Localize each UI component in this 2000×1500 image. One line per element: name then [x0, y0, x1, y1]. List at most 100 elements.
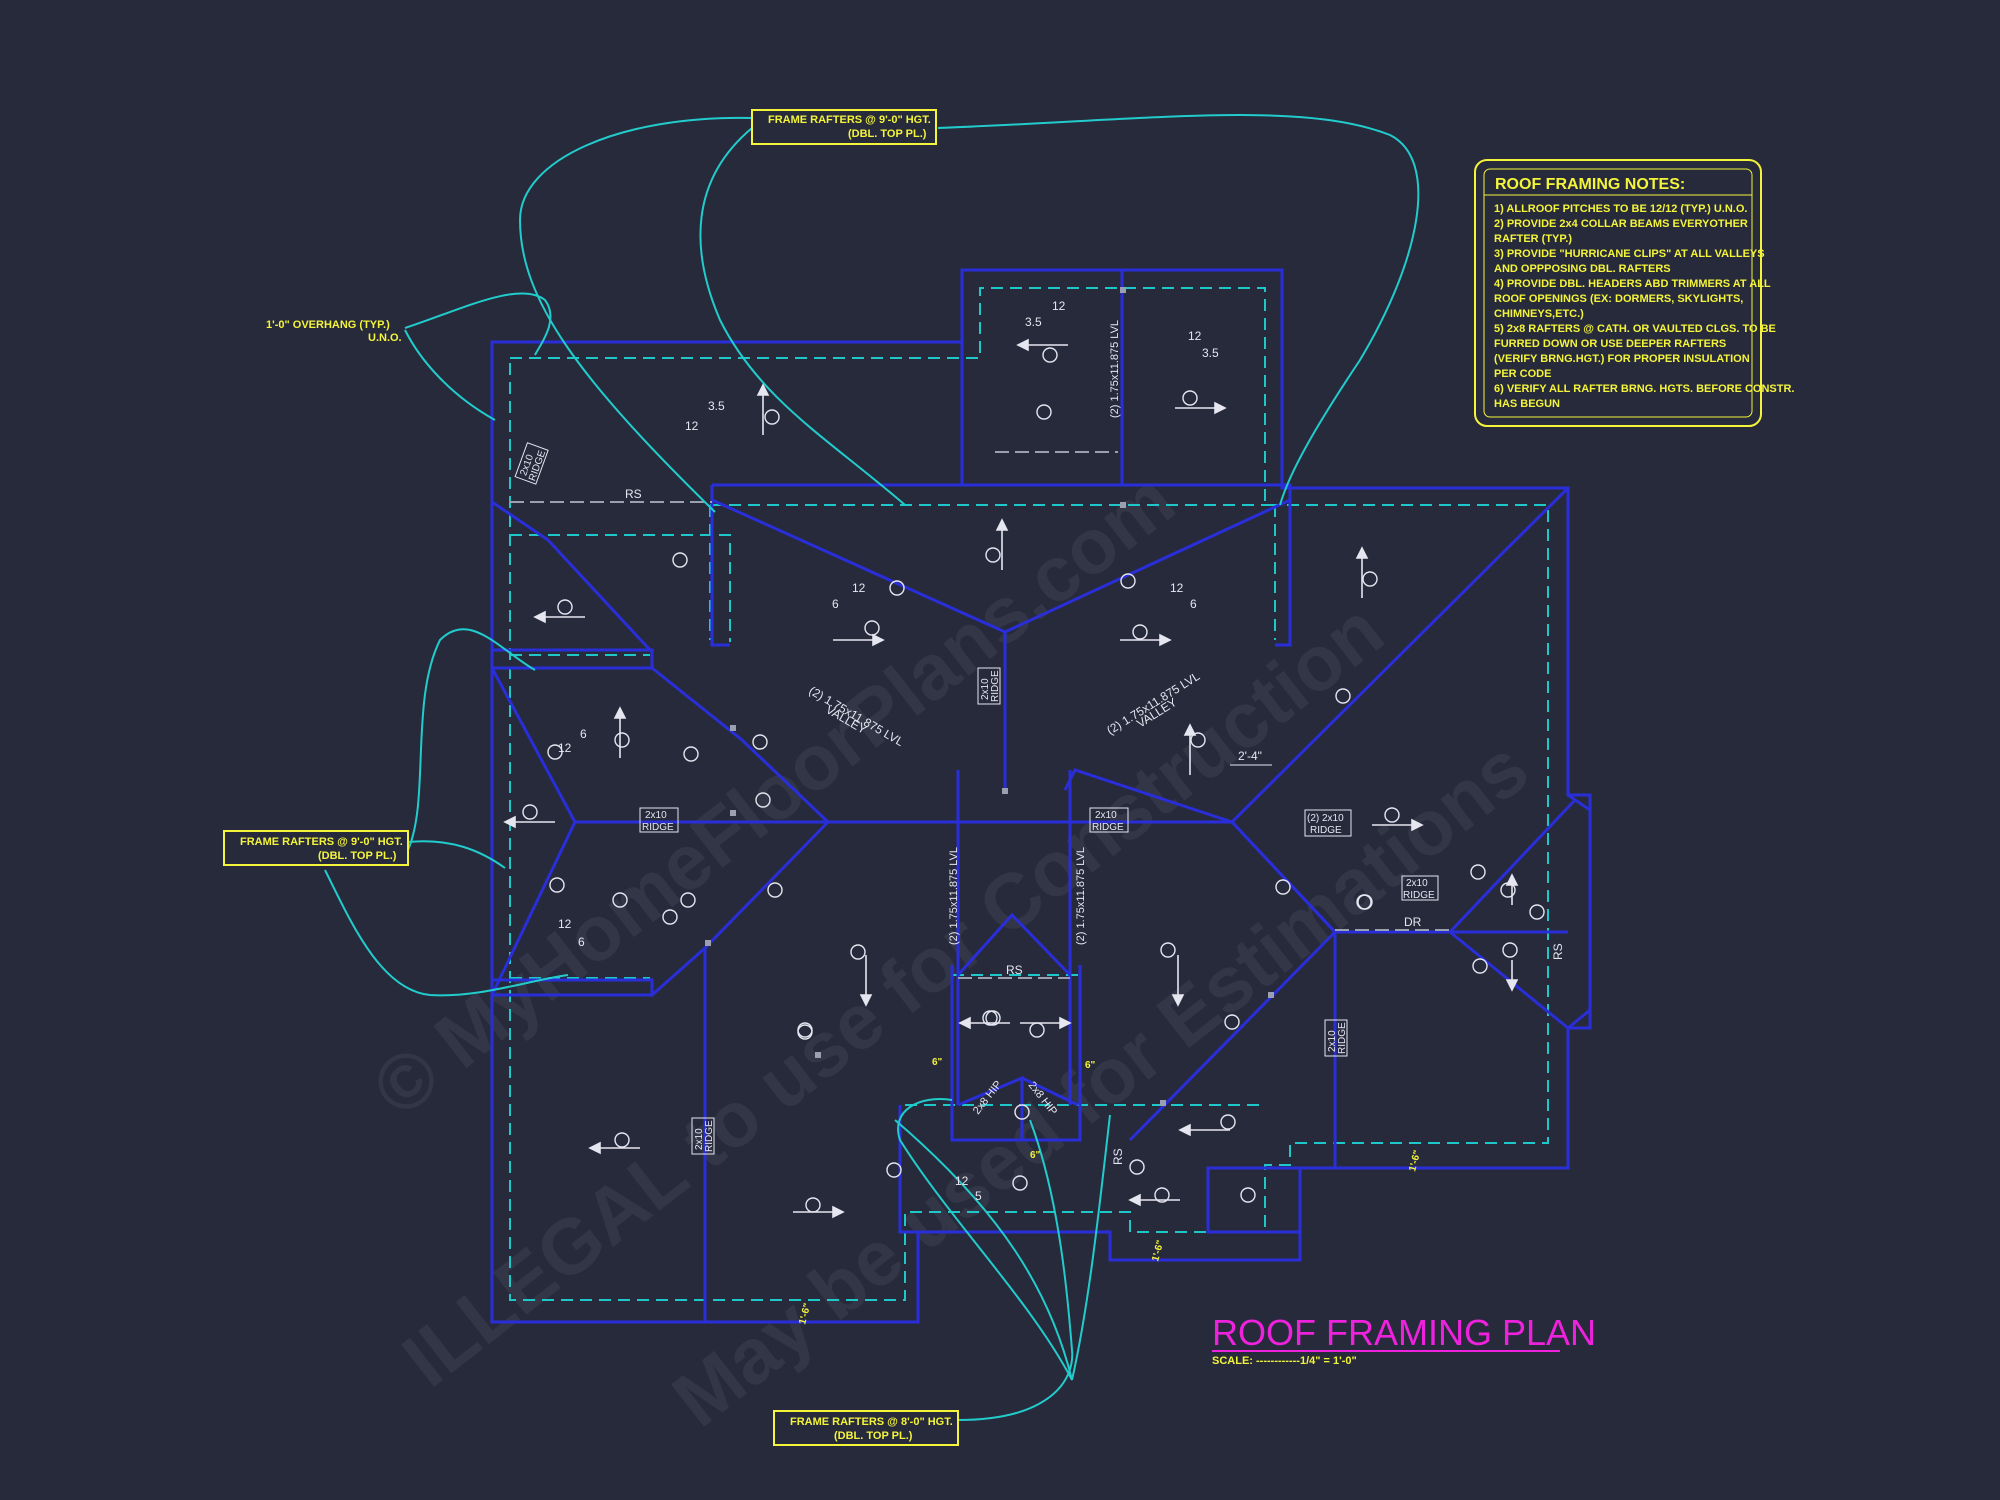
mark-circle [797, 1024, 813, 1040]
callout-left: FRAME RAFTERS @ 9'-0" HGT. (DBL. TOP PL.… [223, 830, 409, 866]
callout-overhang-line1: 1'-0" OVERHANG (TYP.) [266, 319, 390, 331]
callout-top-line1: FRAME RAFTERS @ 9'-0" HGT. [768, 114, 931, 126]
svg-text:RIDGE: RIDGE [642, 822, 674, 833]
leader-lines [324, 114, 1420, 1421]
notes-line: AND OPPPOSING DBL. RAFTERS [1494, 263, 1671, 275]
callout-top: FRAME RAFTERS @ 9'-0" HGT. (DBL. TOP PL.… [751, 109, 937, 145]
outline-back-wing [712, 483, 1292, 647]
notes-line: PER CODE [1494, 368, 1551, 380]
ridge-tag-double: (2) 2x10 RIDGE [1304, 809, 1352, 837]
roof-outline [490, 268, 1592, 1324]
mark-circle [1470, 864, 1486, 880]
svg-text:2x10: 2x10 [694, 1128, 705, 1150]
mark-circle [886, 1162, 902, 1178]
mark-circle [1500, 882, 1516, 898]
pitch-label: 12 [1170, 581, 1184, 595]
mark-circle [864, 620, 880, 636]
mark-circle [547, 744, 563, 760]
eave-lines [509, 287, 1549, 1301]
pitch-labels: 12 3.5 12 3.5 3.5 12 12 6 12 6 6 12 12 6… [558, 299, 1219, 1203]
lvl-center-left: (2) 1.75x11.875 LVL [948, 847, 960, 945]
callout-bottom-line2: (DBL. TOP PL.) [834, 1430, 913, 1442]
lvl-upper-wing: (2) 1.75x11.875 LVL [1109, 320, 1121, 418]
svg-text:2x10: 2x10 [1406, 878, 1428, 889]
arrow-entry-right [1020, 1016, 1072, 1030]
svg-text:RIDGE: RIDGE [1403, 890, 1435, 901]
outline-bay-bottom [492, 978, 654, 997]
dr-label: DR [1404, 915, 1422, 929]
arrow-bay-left-side [503, 815, 555, 829]
mark-circle [1224, 1014, 1240, 1030]
callout-overhang: 1'-0" OVERHANG (TYP.) U.N.O. [266, 319, 402, 344]
dimension-1-6-a: 1'-6" [797, 1302, 813, 1326]
arrow-center-lower-right [1171, 955, 1185, 1007]
mark-circle [614, 732, 630, 748]
pitch-label: 12 [685, 419, 699, 433]
svg-text:(2) 2x10: (2) 2x10 [1307, 813, 1344, 824]
outline-entry-box [950, 965, 1082, 1142]
ridge-tag-vertical-lower-right: 2x10 RIDGE [1324, 1019, 1348, 1057]
callout-left-line2: (DBL. TOP PL.) [318, 850, 397, 862]
leader-overhang-1 [404, 292, 552, 356]
mark-circle [805, 1197, 821, 1213]
callout-bottom-line1: FRAME RAFTERS @ 8'-0" HGT. [790, 1416, 953, 1428]
marker [705, 940, 711, 946]
valley-center-right [1063, 768, 1233, 824]
mark-circle [1182, 390, 1198, 406]
dimensions: 2'-4" 6" 6" 6" 1'-6" 1'-6" 1'-6" [797, 749, 1423, 1326]
notes-line: 5) 2x8 RAFTERS @ CATH. OR VAULTED CLGS. … [1494, 323, 1776, 335]
pitch-label: 6 [580, 727, 587, 741]
hip-center-lower-right [1230, 820, 1337, 934]
notes-line: RAFTER (TYP.) [1494, 233, 1572, 245]
notes-line: HAS BEGUN [1494, 398, 1560, 410]
plan-scale: SCALE: ------------1/4" = 1'-0" [1212, 1355, 1357, 1367]
pitch-label: 12 [558, 741, 572, 755]
dimension-1-6-c: 1'-6" [1407, 1149, 1423, 1173]
ridge-tag-right-bay: 2x10 RIDGE [1401, 875, 1439, 901]
mark-circle [549, 877, 565, 893]
valley-right [1004, 498, 1291, 634]
leader-bottom-1 [957, 1119, 1074, 1421]
arrow-bay-left-up [613, 706, 627, 758]
leader-bottom-4 [1071, 1114, 1111, 1381]
ridge-tags: 2x10 RIDGE 2x10 RIDGE (2) 2x10 RIDGE 2x1… [514, 442, 1439, 1155]
mark-circle [1356, 894, 1372, 910]
marker [730, 725, 736, 731]
arrow-center-lower [859, 955, 873, 1007]
mark-circle [767, 882, 783, 898]
mark-circle [1014, 1104, 1030, 1120]
svg-text:2x10: 2x10 [1095, 810, 1117, 821]
notes-line: 1) ALLROOF PITCHES TO BE 12/12 (TYP.) U.… [1494, 203, 1747, 215]
mark-circle [889, 580, 905, 596]
svg-text:2x10: 2x10 [980, 678, 991, 700]
mark-circle [1029, 1022, 1045, 1038]
mark-circle [1384, 807, 1400, 823]
pitch-label: 12 [852, 581, 866, 595]
mark-circle [1240, 1187, 1256, 1203]
arrow-upper-left [756, 383, 770, 435]
mark-circle [1132, 624, 1148, 640]
svg-text:2x10: 2x10 [1327, 1030, 1338, 1052]
mark-circle [672, 552, 688, 568]
plan-title-block: ROOF FRAMING PLAN SCALE: ------------1/4… [1212, 1312, 1596, 1367]
roof-framing-notes: ROOF FRAMING NOTES: 1) ALLROOF PITCHES T… [1474, 159, 1794, 427]
watermark: © MyHomeFloorPlans.com ILLEGAL to use fo… [356, 455, 1544, 1443]
arrow-center-wing [995, 518, 1009, 570]
outline-right-bay [1567, 793, 1592, 1030]
hip-right-upper [1230, 486, 1570, 824]
rs-label: RS [1006, 963, 1023, 977]
eave-garage-inner [510, 534, 731, 642]
marker [815, 1052, 821, 1058]
ridge-tag-vertical-center: 2x10 RIDGE [977, 667, 1001, 705]
marker [1268, 992, 1274, 998]
support-labels: RS RS DR RS RS [625, 487, 1565, 1165]
rafter-direction-arrows [503, 338, 1519, 1219]
arrow-center-right [1183, 723, 1197, 775]
leader-bottom-3 [897, 1098, 1073, 1381]
mark-circle [1362, 571, 1378, 587]
ridge-tag-vertical-lower-left: 2x10 RIDGE [691, 1117, 715, 1155]
rafter-support-lines [510, 451, 1450, 979]
pitch-label: 3.5 [708, 399, 725, 413]
pitch-label: 3.5 [1025, 315, 1042, 329]
mark-circle [1129, 1159, 1145, 1175]
